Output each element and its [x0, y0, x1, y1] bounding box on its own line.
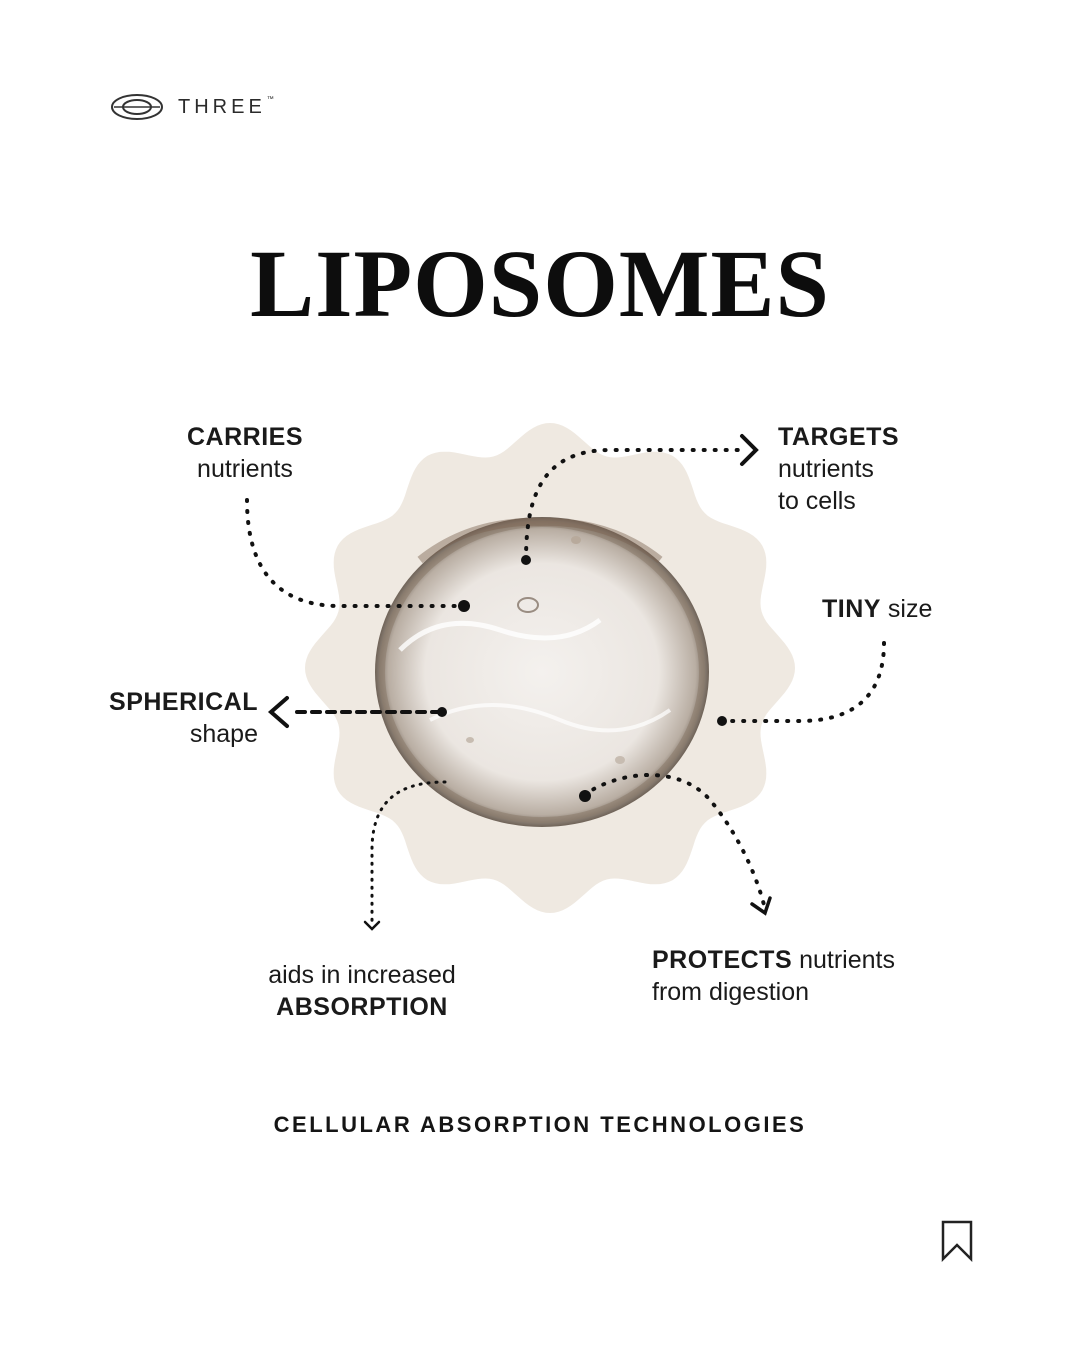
- brand-logo: THREE™: [110, 92, 274, 122]
- bookmark-button[interactable]: [940, 1220, 974, 1267]
- bookmark-icon: [941, 1220, 973, 1263]
- connector-arrows: [245, 434, 886, 931]
- page-title: LIPOSOMES: [250, 230, 830, 337]
- ring-logo-icon: [111, 94, 163, 120]
- callout-tiny: TINY size: [822, 595, 933, 623]
- footer-tagline: CELLULAR ABSORPTION TECHNOLOGIES: [273, 1112, 807, 1137]
- connector-dots: [437, 555, 727, 802]
- liquid-droplet: [375, 517, 709, 827]
- brand-name: THREE™: [178, 95, 274, 118]
